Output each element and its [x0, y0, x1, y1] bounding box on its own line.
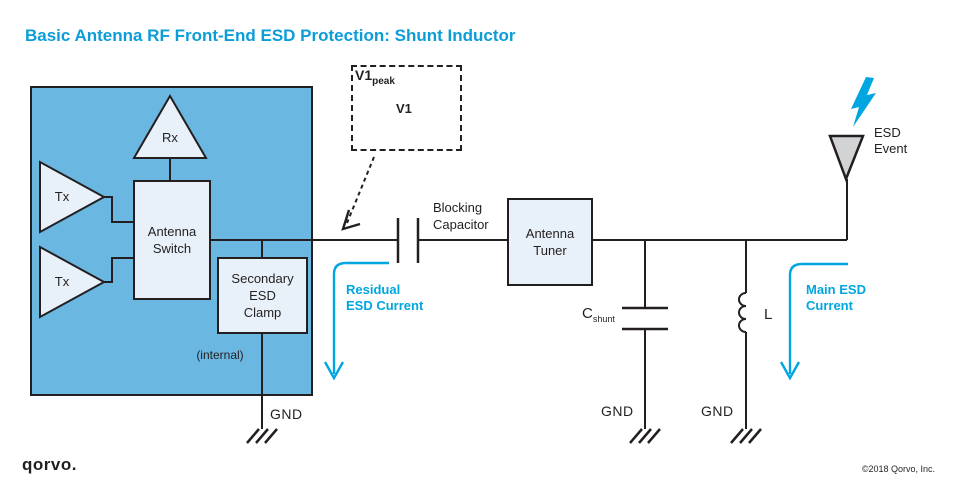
rx-amplifier-icon [132, 94, 208, 159]
shunt-capacitor-icon [622, 306, 668, 331]
page-title: Basic Antenna RF Front-End ESD Protectio… [25, 26, 516, 45]
tx1-wire [104, 196, 133, 223]
v1-flat-label: V1 [396, 101, 412, 116]
main-current-path [788, 262, 848, 374]
v1-symbol: V1 [355, 67, 373, 83]
qorvo-logo: qorvo. [22, 455, 77, 474]
inductor-icon [738, 292, 747, 333]
residual-current-path [332, 261, 389, 374]
secondary-esd-clamp-block: Secondary ESD Clamp [217, 257, 308, 334]
antenna-tuner-block: Antenna Tuner [507, 198, 593, 286]
tx2-amplifier-icon [39, 245, 107, 319]
main-current-arrowhead-icon [779, 361, 801, 381]
rx-label: Rx [162, 130, 178, 145]
ground-icon-inductor [730, 428, 762, 444]
tx1-amplifier-icon [39, 160, 107, 234]
antenna-switch-block: Antenna Switch [133, 180, 211, 300]
inset-pointer-line [346, 156, 375, 224]
blocking-capacitor-label: Blocking Capacitor [433, 200, 489, 232]
lightning-bolt-icon [851, 77, 876, 127]
v1-peak-label: V1peak [355, 67, 395, 87]
blocking-capacitor-icon [396, 218, 420, 263]
v1-subscript: peak [372, 75, 395, 87]
residual-current-label: Residual ESD Current [346, 282, 424, 313]
copyright-text: ©2018 Qorvo, Inc. [861, 464, 935, 474]
esd-event-label: ESD Event [874, 125, 908, 156]
gnd-label-inductor: GND [701, 403, 734, 419]
inset-pointer-arrowhead-icon [341, 209, 361, 231]
inductor-label: L [764, 306, 773, 323]
main-current-label: Main ESD Current [806, 282, 866, 313]
tx2-label: Tx [54, 274, 70, 289]
internal-note: (internal) [196, 348, 244, 362]
cap-subscript: shunt [592, 314, 615, 324]
gnd-label-clamp: GND [270, 406, 303, 422]
shunt-capacitor-label: Cshunt [582, 305, 615, 324]
gnd-label-cap: GND [601, 403, 634, 419]
ground-icon-clamp [246, 428, 278, 444]
tx1-label: Tx [54, 189, 70, 204]
tx2-wire [104, 257, 133, 283]
ground-icon-cap [629, 428, 661, 444]
antenna-icon [828, 134, 865, 183]
residual-current-arrowhead-icon [323, 361, 345, 381]
cap-symbol: C [582, 305, 593, 322]
v1-waveform-inset [351, 65, 462, 151]
